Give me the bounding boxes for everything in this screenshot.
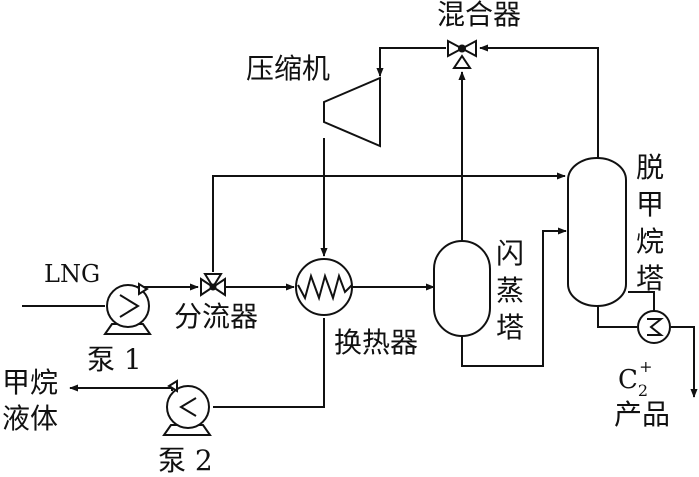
c2-subscript: 2 xyxy=(638,381,648,400)
flash-tower-icon xyxy=(433,240,491,337)
methane-liquid-label-2: 液体 xyxy=(2,402,58,435)
demethanizer-label-1: 脱 xyxy=(636,151,664,184)
pump1-icon xyxy=(103,282,152,335)
mixer-to-compressor-line xyxy=(376,47,446,77)
demethanizer-label-3: 烷 xyxy=(636,225,664,258)
pump2-icon xyxy=(162,379,212,436)
demethanizer-overhead-line xyxy=(479,44,599,160)
demethanizer-label-2: 甲 xyxy=(636,188,664,221)
methane-liquid-label-1: 甲烷 xyxy=(2,366,58,399)
reboiler-icon xyxy=(637,310,671,344)
compressor-icon xyxy=(323,76,381,148)
pump2-label: 泵 2 xyxy=(158,444,213,477)
demethanizer-label-4: 塔 xyxy=(636,262,664,295)
exchanger-to-pump2-line xyxy=(213,318,325,408)
flash-tower-label-3: 塔 xyxy=(496,311,524,344)
c2-base: C xyxy=(618,365,638,395)
mixer-label: 混合器 xyxy=(437,0,521,31)
demethanizer-icon xyxy=(567,157,627,307)
flash-bottoms-line xyxy=(461,227,567,367)
heat-exchanger-label: 换热器 xyxy=(334,326,418,359)
heat-exchanger-icon xyxy=(295,258,353,316)
c2-product-formula: C2 + xyxy=(618,357,653,400)
mixer-valve-icon xyxy=(447,39,477,69)
compressor-label: 压缩机 xyxy=(246,52,330,85)
reboiler-return-line xyxy=(628,291,655,313)
lng-label: LNG xyxy=(44,260,100,288)
c2-product-line xyxy=(671,326,698,398)
c2-superscript: + xyxy=(639,357,652,376)
pump2-discharge-line xyxy=(69,384,173,392)
demethanizer-bottom-line xyxy=(597,304,637,328)
splitter-label: 分流器 xyxy=(174,300,258,333)
splitter-valve-icon xyxy=(200,273,226,297)
flash-tower-label-1: 闪 xyxy=(496,237,524,270)
flash-tower-label-2: 蒸 xyxy=(496,274,524,307)
bypass-line xyxy=(212,172,566,272)
pump1-label: 泵 1 xyxy=(87,343,142,376)
product-label: 产品 xyxy=(614,398,670,431)
